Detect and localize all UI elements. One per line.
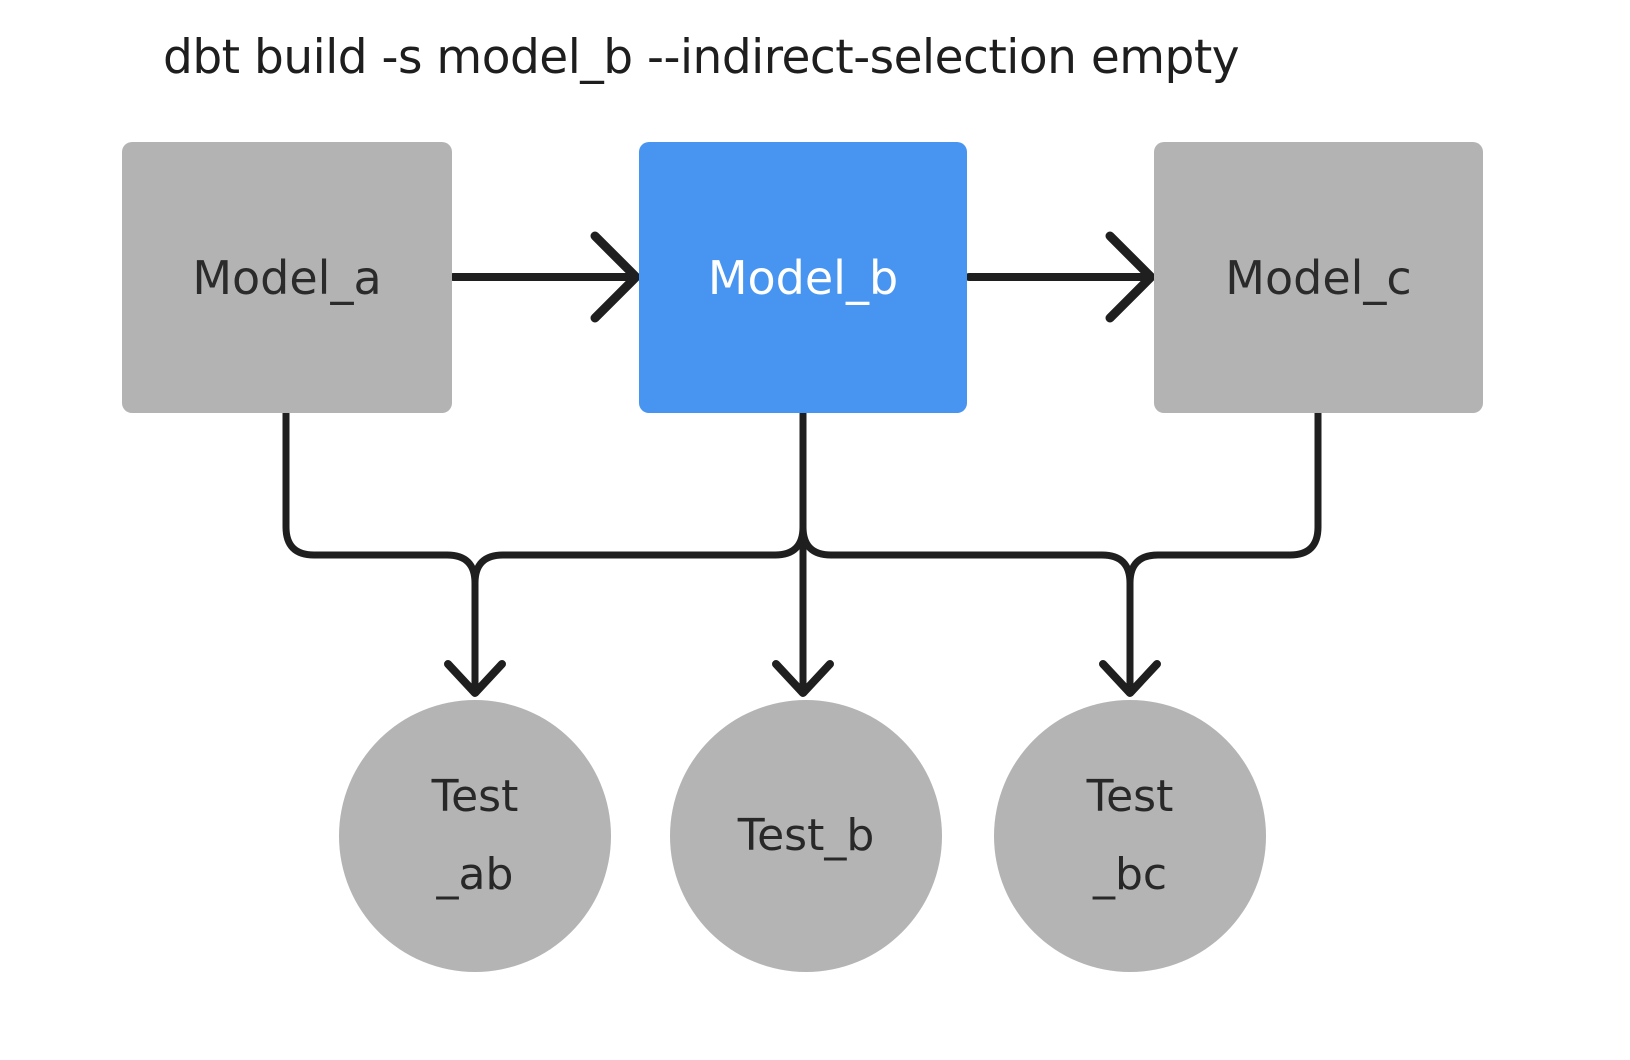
node-test-bc: Test _bc: [994, 700, 1266, 972]
node-test-b-label: Test_b: [737, 810, 875, 861]
arrowhead-test-bc: [1099, 660, 1161, 697]
node-model-a: Model_a: [122, 142, 452, 413]
node-test-ab-label-line-1: Test: [431, 771, 519, 822]
node-model-c: Model_c: [1154, 142, 1483, 413]
node-test-bc-label-line-1: Test: [1086, 771, 1174, 822]
node-model-b-label: Model_b: [707, 250, 899, 305]
page-title: dbt build -s model_b --indirect-selectio…: [163, 30, 1240, 85]
arrowhead-test-b: [772, 660, 834, 697]
edge-model-b-to-test-ab: [471, 523, 807, 587]
arrow-model-a-to-model-b: [449, 231, 641, 323]
edge-model-b-to-test-bc: [799, 523, 1134, 694]
node-test-ab-label-line-2: _ab: [436, 849, 514, 900]
node-test-bc-label-line-2: _bc: [1092, 849, 1168, 900]
edge-model-a-to-test-ab: [282, 407, 479, 694]
node-model-a-label: Model_a: [192, 250, 382, 305]
node-test-b: Test_b: [670, 700, 942, 972]
node-test-ab: Test _ab: [339, 700, 611, 972]
edge-model-c-to-test-bc: [1126, 407, 1322, 587]
arrow-model-b-to-model-c: [965, 231, 1156, 323]
node-model-c-label: Model_c: [1225, 250, 1412, 305]
arrowhead-test-ab: [444, 660, 506, 697]
node-model-b-selected: Model_b: [639, 142, 967, 413]
